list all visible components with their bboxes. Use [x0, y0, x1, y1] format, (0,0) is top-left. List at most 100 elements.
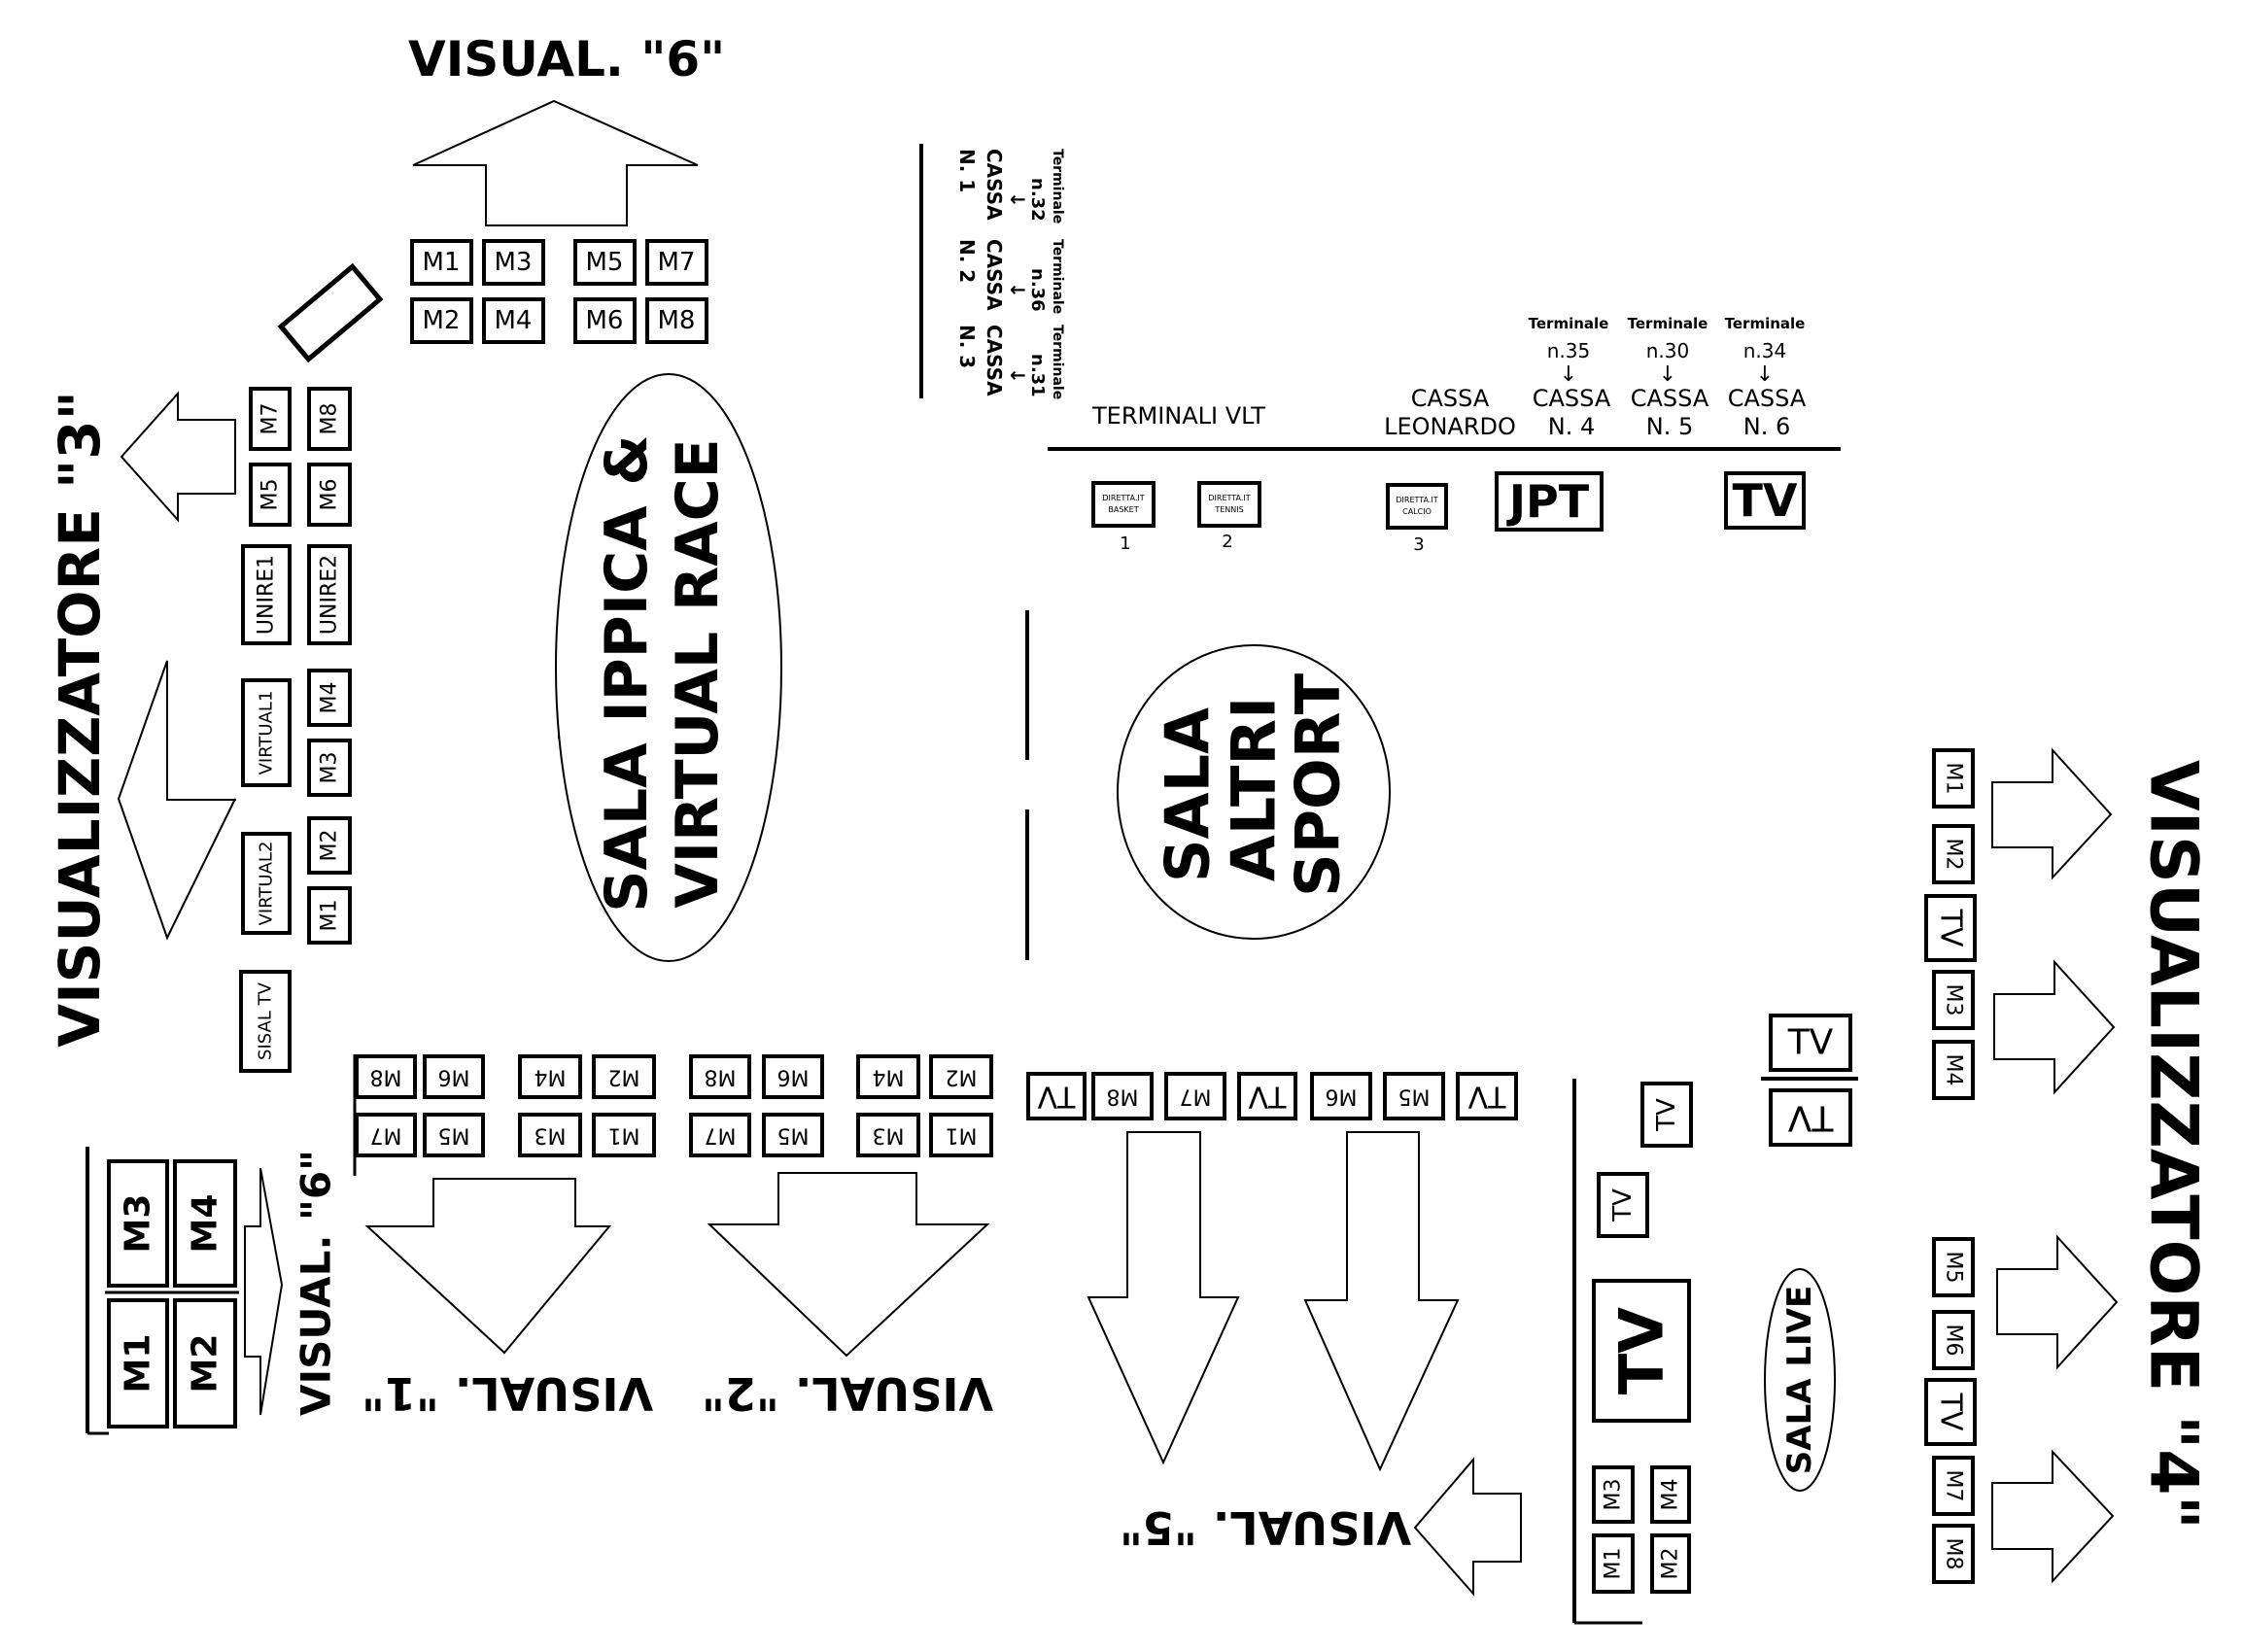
tag-virtual2: VIRTUAL2	[257, 842, 277, 926]
tag-m5-top: M5	[586, 248, 624, 277]
v1-top-m6: M6	[438, 1065, 470, 1089]
ct6-terminale: Terminale	[1725, 315, 1806, 332]
v1-top-m2: M2	[608, 1065, 640, 1089]
ct5-cassa: CASSA	[1631, 385, 1709, 412]
visual1-row-bottom: M7 M5 M3 M1	[355, 1113, 656, 1157]
tag-m3-left: M3	[318, 752, 342, 784]
tv-small-1-label: TV	[1652, 1098, 1681, 1132]
r-bot-m5: M5	[1942, 1252, 1966, 1284]
v5-m8: M8	[1107, 1084, 1139, 1109]
tag-m7-left: M7	[259, 403, 283, 435]
tag-m5-left: M5	[259, 479, 283, 511]
tv-small-2: TV	[1597, 1172, 1649, 1238]
right-column-bottom: M5 M6 TV M7 M8	[1924, 1237, 1977, 1584]
vt2-numero: n.36	[1027, 268, 1048, 312]
visualizzatore4-arrow-2	[1993, 959, 2116, 1095]
vt1-cassa: CASSA	[983, 149, 1006, 221]
visualizzatore4-arrow-4	[1991, 1449, 2115, 1584]
live-m1: M1	[1602, 1548, 1626, 1580]
diretta-tennis-line1: DIRETTA.IT	[1208, 494, 1250, 502]
vt3-cassa: CASSA	[983, 325, 1006, 396]
jpt-screen: JPT	[1495, 471, 1604, 532]
live-label: SALA LIVE	[1780, 1286, 1819, 1474]
diretta-tennis-line2: TENNIS	[1214, 505, 1243, 514]
tag-m2-top: M2	[423, 306, 461, 335]
diretta-calcio-line1: DIRETTA.IT	[1396, 496, 1437, 504]
vt2-terminale: Terminale	[1050, 239, 1065, 314]
v5-tv-3: TV	[1467, 1080, 1506, 1114]
tag-m2-left: M2	[318, 830, 342, 862]
ct4-terminale: Terminale	[1529, 315, 1609, 332]
tag-m4-left: M4	[318, 682, 342, 714]
ct4-numero: n.35	[1547, 339, 1590, 362]
left-column-b: M8 M6 UNIRE2 M4 M3 M2 M1	[307, 387, 352, 945]
v5-m6: M6	[1326, 1084, 1358, 1109]
visual2-row-top: M8 M6 M4 M2	[689, 1054, 993, 1099]
vt1-numero: n.32	[1027, 178, 1048, 222]
visual6-top-arrow	[412, 99, 699, 226]
ct4-arrow: ↓	[1560, 362, 1577, 387]
visualizzatore4-title: VISUALIZZATORE "4"	[2135, 760, 2212, 1530]
diretta-calcio: DIRETTA.IT CALCIO 3	[1386, 483, 1448, 555]
vt3-terminale: Terminale	[1050, 325, 1065, 399]
altri-label-line1: SALA	[1153, 707, 1224, 882]
visual5-arrow-right	[1303, 1131, 1460, 1472]
tag-m1-left: M1	[318, 900, 342, 932]
counter-terminal-4: Terminale n.35 ↓ CASSA N. 4	[1529, 315, 1611, 440]
top-cluster: M1 M3 M5 M7 M2 M4 M6 M8	[410, 239, 708, 344]
main-tv-label: TV	[1733, 474, 1798, 527]
visual5-row: TV M8 M7 TV M6 M5 TV	[1026, 1072, 1518, 1120]
v2-top-m6: M6	[777, 1065, 810, 1089]
diretta-basket: DIRETTA.IT BASKET 1	[1091, 481, 1156, 554]
diretta-calcio-line2: CALCIO	[1402, 507, 1432, 516]
v2-top-m2: M2	[946, 1065, 978, 1089]
visualizzatore4-arrow-3	[1996, 1234, 2119, 1370]
tag-m7-top: M7	[658, 248, 696, 277]
visual5-arrow-small	[1413, 1457, 1522, 1597]
v1-bot-m5: M5	[438, 1123, 470, 1148]
ct4-n: N. 4	[1548, 413, 1595, 440]
v1-top-m8: M8	[370, 1065, 402, 1089]
visual5-title: VISUAL. "5"	[1120, 1501, 1411, 1554]
ippica-ellipse	[555, 373, 782, 962]
v5-tv-2: TV	[1248, 1080, 1287, 1114]
vt3-n: N. 3	[955, 325, 979, 368]
ippica-label-line1: SALA IPPICA &	[593, 434, 661, 912]
tag-virtual1: VIRTUAL1	[257, 691, 277, 775]
tv-small-2-label: TV	[1608, 1188, 1638, 1222]
visual1-title: VISUAL. "1"	[362, 1367, 653, 1420]
main-tv-screen: TV	[1724, 471, 1806, 530]
tv-small-1: TV	[1640, 1082, 1693, 1148]
tag-m4-top: M4	[495, 306, 533, 335]
counter-terminal-5: Terminale n.30 ↓ CASSA N. 5	[1628, 315, 1709, 440]
visualizzatore4-arrow-1	[1991, 747, 2113, 880]
tag-m4-bl: M4	[186, 1194, 225, 1254]
visual6-top-title: VISUAL. "6"	[408, 31, 725, 87]
tv-big-label: TV	[1606, 1307, 1677, 1394]
v5-m7: M7	[1180, 1084, 1212, 1109]
ct5-arrow: ↓	[1659, 362, 1676, 387]
r-top-m1: M1	[1942, 763, 1966, 795]
vt3-arrow: ↓	[1006, 367, 1029, 384]
tag-m8-top: M8	[658, 306, 696, 335]
tag-m6-left: M6	[318, 479, 342, 511]
tag-unire1: UNIRE1	[255, 555, 279, 635]
live-m2: M2	[1659, 1548, 1683, 1580]
ct5-terminale: Terminale	[1628, 315, 1708, 332]
vertical-terminals: Terminale n.32 ↓ CASSA N. 1 Terminale n.…	[955, 149, 1065, 399]
tag-m1-top: M1	[423, 248, 461, 277]
visual6-left-title: VISUAL. "6"	[293, 1150, 340, 1416]
visual1-row-top: M8 M6 M4 M2	[355, 1054, 656, 1099]
visual2-row-bottom: M7 M5 M3 M1	[689, 1113, 993, 1157]
tag-m1-bl: M1	[119, 1334, 158, 1394]
v2-bot-m1: M1	[946, 1123, 978, 1148]
ct6-cassa: CASSA	[1728, 385, 1807, 412]
bottom-left-block: M3 M4 M1 M2	[107, 1159, 237, 1428]
ct5-numero: n.30	[1646, 339, 1689, 362]
altri-ellipse	[1117, 644, 1391, 940]
vt3-numero: n.31	[1027, 354, 1048, 397]
r-top-m2: M2	[1942, 839, 1966, 871]
vt1-n: N. 1	[955, 149, 979, 192]
altri-label-line2: ALTRI	[1219, 697, 1290, 881]
